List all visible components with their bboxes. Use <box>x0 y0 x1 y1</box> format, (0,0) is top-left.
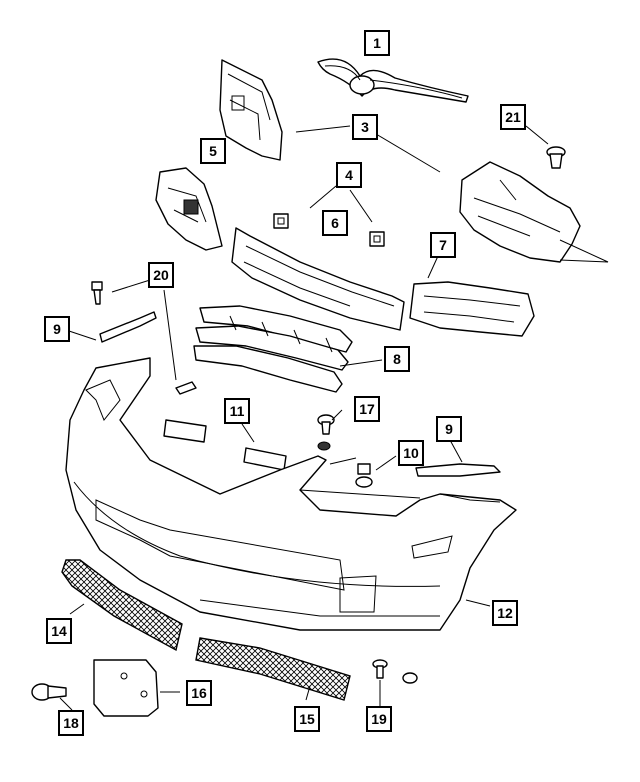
callout-14: 14 <box>46 618 72 644</box>
callout-15: 15 <box>294 706 320 732</box>
callout-12: 12 <box>492 600 518 626</box>
callout-10: 10 <box>398 440 424 466</box>
callout-8: 8 <box>384 346 410 372</box>
callout-3: 3 <box>352 114 378 140</box>
grille-part <box>193 305 353 393</box>
grille-emblem-part <box>317 58 469 103</box>
clip-square-right <box>369 231 385 247</box>
callout-17: 17 <box>354 396 380 422</box>
callout-21: 21 <box>500 104 526 130</box>
clip-square-left <box>273 213 289 229</box>
callout-9-right: 9 <box>436 416 462 442</box>
mesh-grille-left <box>61 559 183 652</box>
screw-part-19 <box>31 683 67 701</box>
callout-6: 6 <box>322 210 348 236</box>
right-strip-part <box>415 463 501 477</box>
left-strip-part <box>99 311 157 343</box>
mesh-grille-center <box>195 637 351 701</box>
callout-18: 19 <box>366 706 392 732</box>
callout-9-left: 9 <box>44 316 70 342</box>
callout-11: 11 <box>224 398 250 424</box>
callout-20: 20 <box>148 262 174 288</box>
left-deflector-part <box>219 59 283 161</box>
bolt-part-20 <box>91 281 103 305</box>
callout-4: 4 <box>336 162 362 188</box>
callout-16: 16 <box>186 680 212 706</box>
right-bracket-part <box>459 161 609 263</box>
right-lower-bracket-part <box>409 281 535 337</box>
left-bumper-bracket-part <box>155 167 223 251</box>
pad-left <box>163 419 207 443</box>
bumper-fascia-part <box>65 357 517 631</box>
pad-right <box>243 447 287 471</box>
callout-5: 5 <box>200 138 226 164</box>
screw-part <box>175 381 197 395</box>
screw-part-17 <box>317 414 335 451</box>
callout-19: 18 <box>58 710 84 736</box>
bolt-part-18 <box>372 659 418 684</box>
nut-part-10 <box>355 463 373 488</box>
callout-1: 1 <box>364 30 390 56</box>
callout-7: 7 <box>430 232 456 258</box>
energy-absorber-part <box>231 227 405 331</box>
push-clip-part <box>546 146 566 169</box>
leader-lines <box>59 125 549 711</box>
license-bracket-part <box>93 659 159 717</box>
